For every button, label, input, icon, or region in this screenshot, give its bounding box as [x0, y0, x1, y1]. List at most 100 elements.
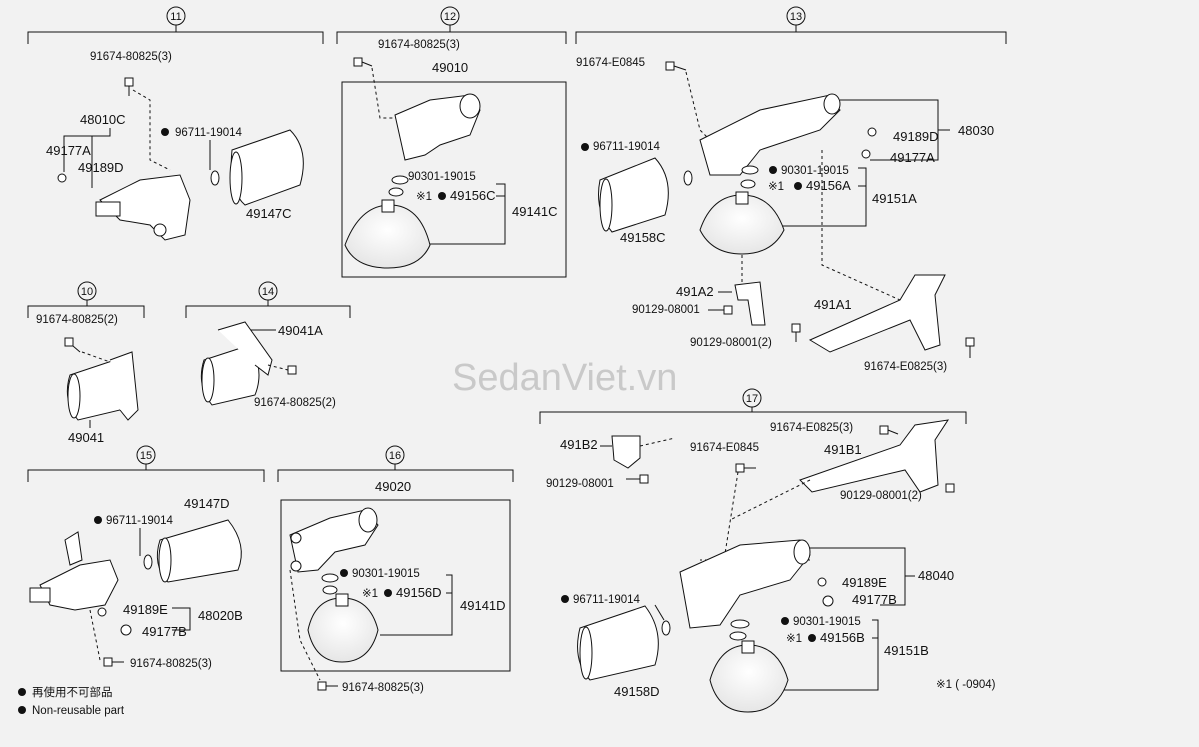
non-reusable-dot-icon: [161, 128, 169, 136]
bracket-icon: [808, 274, 946, 353]
bracket-icon: [611, 435, 641, 469]
non-reusable-dot-icon: [18, 688, 26, 696]
group-10-number: 10: [81, 286, 93, 298]
o-ring-icon: [321, 573, 339, 583]
group-16: 16 49020 90301-19015 ※1 49156D 49141D 91…: [277, 445, 514, 694]
non-reusable-dot-icon: [561, 595, 569, 603]
label-49189d-b: 49189D: [893, 129, 939, 144]
label-91674-e0845-b: 91674-E0845: [690, 442, 759, 454]
bracket-icon: [734, 281, 766, 326]
label-49158c: 49158C: [620, 230, 666, 245]
non-reusable-dot-icon: [18, 706, 26, 714]
legend-en: Non-reusable part: [32, 705, 125, 717]
group-17: 17 491B2 90129-08001 91674-E0845 91674-E…: [539, 388, 967, 713]
label-49151b: 49151B: [884, 643, 929, 658]
label-49041: 49041: [68, 430, 104, 445]
accumulator-sphere-icon: [344, 199, 431, 269]
bolt-icon: [64, 337, 81, 353]
label-91674-e0825-3-b: 91674-E0825(3): [770, 422, 853, 434]
group-14: 14 49041A 91674-80825(2): [185, 281, 351, 409]
ref-mark: ※1: [786, 633, 802, 645]
label-90129-08001-2: 90129-08001(2): [690, 337, 772, 349]
label-91674-80825-3-d: 91674-80825(3): [342, 682, 424, 694]
label-91674-e0845: 91674-E0845: [576, 57, 645, 69]
label-91674-80825-3-c: 91674-80825(3): [130, 658, 212, 670]
nipple-icon: [97, 607, 107, 617]
bolt-icon: [665, 61, 687, 71]
bracket-icon: [799, 419, 950, 493]
accumulator-sphere-icon: [699, 191, 785, 255]
bolt-icon: [317, 681, 338, 691]
label-49141c: 49141C: [512, 204, 558, 219]
group-12-number: 12: [444, 11, 456, 23]
bolt-icon: [353, 57, 373, 67]
nipple-icon: [867, 127, 877, 137]
label-491a2: 491A2: [676, 284, 714, 299]
o-ring-icon: [730, 619, 750, 629]
valve-body-icon: [95, 174, 191, 241]
label-49158d: 49158D: [614, 684, 660, 699]
label-96711-19014: 96711-19014: [175, 127, 243, 139]
footnote: ※1 ( -0904): [936, 679, 996, 691]
label-49177b: 49177B: [142, 624, 187, 639]
group-16-number: 16: [389, 450, 401, 462]
filter-cylinder-icon: [156, 519, 242, 583]
legend: 再使用不可部品 Non-reusable part: [18, 685, 125, 717]
non-reusable-dot-icon: [808, 634, 816, 642]
bolt-icon: [879, 425, 899, 435]
nipple-icon: [861, 149, 871, 159]
group-12: 12 91674-80825(3) 49010 90301-19015 ※1 4…: [336, 6, 567, 278]
non-reusable-dot-icon: [769, 166, 777, 174]
label-48010c: 48010C: [80, 112, 126, 127]
bolt-icon: [124, 77, 134, 96]
label-491a1: 491A1: [814, 297, 852, 312]
motor-cylinder-icon: [66, 351, 139, 421]
o-ring-icon: [388, 187, 404, 197]
o-ring-icon: [210, 170, 220, 186]
bolt-icon: [103, 657, 124, 667]
label-49147c: 49147C: [246, 206, 292, 221]
o-ring-icon: [683, 170, 693, 186]
non-reusable-dot-icon: [384, 589, 392, 597]
nipple-icon: [57, 173, 67, 183]
label-48020b: 48020B: [198, 608, 243, 623]
ref-mark: ※1: [362, 588, 378, 600]
accumulator-sphere-icon: [709, 640, 789, 713]
label-49189e-b: 49189E: [842, 575, 887, 590]
group-13: 13 91674-E0845 96711-19014 49158C 49189D…: [575, 6, 1007, 373]
bolt-icon: [735, 463, 756, 473]
ref-mark: ※1: [416, 191, 432, 203]
o-ring-icon: [661, 620, 671, 636]
label-49189d: 49189D: [78, 160, 124, 175]
label-91674-80825-3-b: 91674-80825(3): [378, 39, 460, 51]
label-96711-19014-b: 96711-19014: [593, 141, 661, 153]
group-11-number: 11: [170, 11, 181, 23]
filter-cylinder-icon: [577, 605, 659, 681]
legend-jp: 再使用不可部品: [32, 685, 113, 699]
label-91674-e0825-3: 91674-E0825(3): [864, 361, 947, 373]
filter-cylinder-icon: [598, 157, 669, 233]
label-49189e: 49189E: [123, 602, 168, 617]
label-49156d: 49156D: [396, 585, 442, 600]
non-reusable-dot-icon: [438, 192, 446, 200]
label-49156b: 49156B: [820, 630, 865, 645]
label-49020: 49020: [375, 479, 411, 494]
bolt-icon: [791, 323, 801, 342]
label-90301-19015-d: 90301-19015: [793, 616, 861, 628]
o-ring-icon: [729, 631, 747, 641]
o-ring-icon: [741, 165, 759, 175]
group-15-number: 15: [140, 450, 152, 462]
label-91674-80825-2-b: 91674-80825(2): [254, 397, 336, 409]
nipple-icon: [120, 624, 132, 636]
label-491b2: 491B2: [560, 437, 598, 452]
valve-body-icon: [29, 531, 119, 611]
label-90301-19015: 90301-19015: [408, 171, 476, 183]
o-ring-icon: [143, 554, 153, 570]
valve-body-icon: [699, 93, 841, 176]
watermark: SedanViet.vn: [452, 357, 677, 399]
label-91674-80825-3: 91674-80825(3): [90, 51, 172, 63]
valve-body-icon: [289, 507, 379, 573]
group-14-number: 14: [262, 286, 274, 298]
o-ring-icon: [740, 179, 756, 189]
